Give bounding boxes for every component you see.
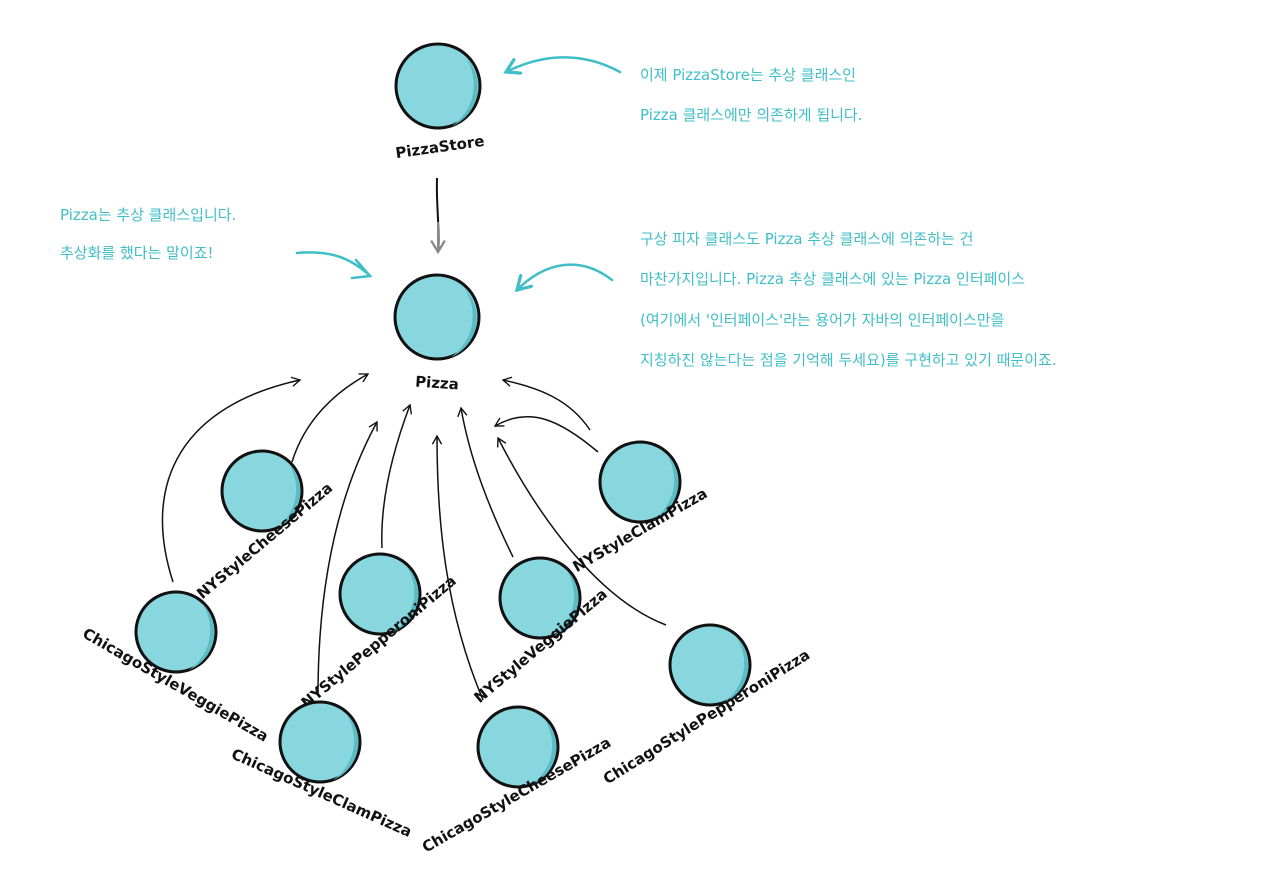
node-chicago-pepperoni: ChicagoStylePepperoniPizza: [600, 623, 813, 788]
node-ny-pepperoni: NYStylePepperoniPizza: [298, 552, 460, 712]
arrow-chicago-pepperoni: [496, 436, 667, 626]
concrete-note-arrow: [517, 263, 614, 290]
arrow-ny-clam-2: [501, 376, 591, 431]
node-ny-clam: NYStyleClamPizza: [570, 440, 710, 576]
arrow-ny-cheese: [291, 373, 370, 463]
inheritance-arrows: [161, 373, 667, 701]
node-pizza-store: PizzaStore: [394, 42, 485, 162]
concrete-note-line-2: 마찬가지입니다. Pizza 추상 클래스에 있는 Pizza 인터페이스: [640, 270, 1025, 288]
store-note-line-1: 이제 PizzaStore는 추상 클래스인: [640, 66, 856, 84]
node-chicago-cheese: ChicagoStyleCheesePizza: [419, 705, 614, 856]
concrete-note-line-1: 구상 피자 클래스도 Pizza 추상 클래스에 의존하는 건: [640, 230, 973, 248]
node-ny-cheese: NYStyleCheesePizza: [193, 449, 336, 603]
arrow-ny-pepperoni: [381, 403, 413, 549]
node-label-pizza-store: PizzaStore: [394, 132, 485, 162]
store-note: 이제 PizzaStore는 추상 클래스인 Pizza 클래스에만 의존하게 …: [640, 66, 863, 124]
arrow-chicago-cheese: [431, 434, 484, 701]
concrete-note-line-4: 지칭하진 않는다는 점을 기억해 두세요)를 구현하고 있기 때문이죠.: [640, 351, 1057, 369]
node-pizza: Pizza: [393, 273, 481, 394]
concrete-note-line-3: (여기에서 '인터페이스'라는 용어가 자바의 인터페이스만을: [640, 311, 1004, 329]
arrow-ny-veggie: [457, 406, 514, 558]
pizza-note-line-1: Pizza는 추상 클래스입니다.: [60, 206, 236, 224]
arrow-chicago-veggie: [161, 376, 302, 583]
store-note-arrow: [506, 56, 622, 72]
pizza-note-arrow-head: [350, 258, 373, 280]
pizza-note: Pizza는 추상 클래스입니다. 추상화를 했다는 말이죠!: [60, 206, 236, 262]
node-chicago-veggie: ChicagoStyleVeggiePizza: [79, 590, 272, 746]
concrete-note: 구상 피자 클래스도 Pizza 추상 클래스에 의존하는 건 마찬가지입니다.…: [640, 230, 1057, 369]
store-note-line-2: Pizza 클래스에만 의존하게 됩니다.: [640, 106, 863, 124]
node-ny-veggie: NYStyleVeggiePizza: [471, 556, 611, 707]
arrow-chicago-clam: [317, 420, 378, 696]
node-label-pizza: Pizza: [415, 372, 460, 393]
store-to-pizza-arrow: [430, 177, 446, 255]
pizza-note-line-2: 추상화를 했다는 말이죠!: [60, 244, 214, 262]
arrow-ny-clam: [493, 415, 599, 453]
